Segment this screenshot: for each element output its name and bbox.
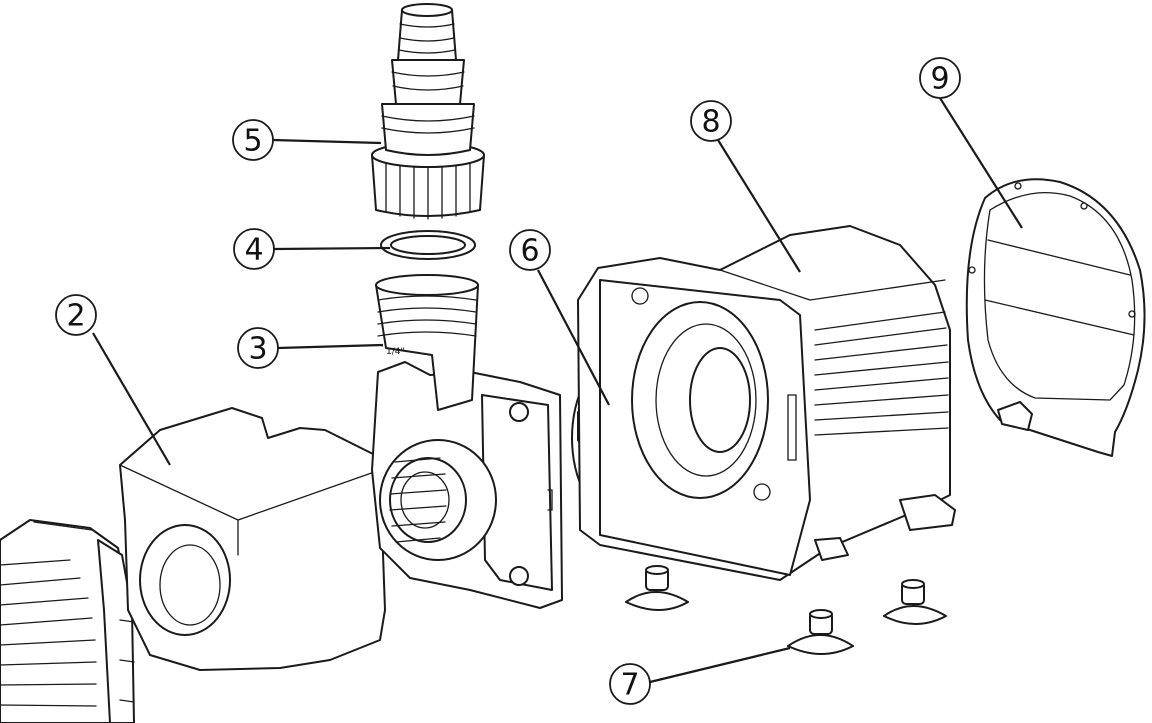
leader-lines [92,97,1023,684]
callout-7: 7 [609,663,651,705]
pump-head: 1/4" [371,274,563,609]
svg-text:2: 2 [66,299,85,334]
motor-housing [0,519,135,723]
callout-9: 9 [919,57,961,99]
svg-text:3: 3 [248,332,267,367]
cover-shroud [119,407,386,671]
hose-connector [371,3,485,220]
suction-cup-3 [883,579,947,625]
motor-body [577,225,956,581]
o-ring [380,230,476,260]
svg-text:7: 7 [620,668,639,703]
svg-text:5: 5 [243,124,262,159]
svg-text:6: 6 [520,234,539,269]
svg-text:9: 9 [930,62,949,97]
callout-5: 5 [232,119,274,161]
embossed-mark: 1/4" [386,347,405,357]
callout-6: 6 [509,229,551,271]
callout-3: 3 [237,327,279,369]
callout-4: 4 [233,228,275,270]
svg-text:8: 8 [701,105,720,140]
svg-text:4: 4 [244,233,263,268]
callout-2: 2 [55,294,97,336]
suction-cup-1 [625,565,689,611]
back-cover [965,178,1146,457]
suction-cup-2 [787,609,854,655]
callout-8: 8 [690,100,732,142]
